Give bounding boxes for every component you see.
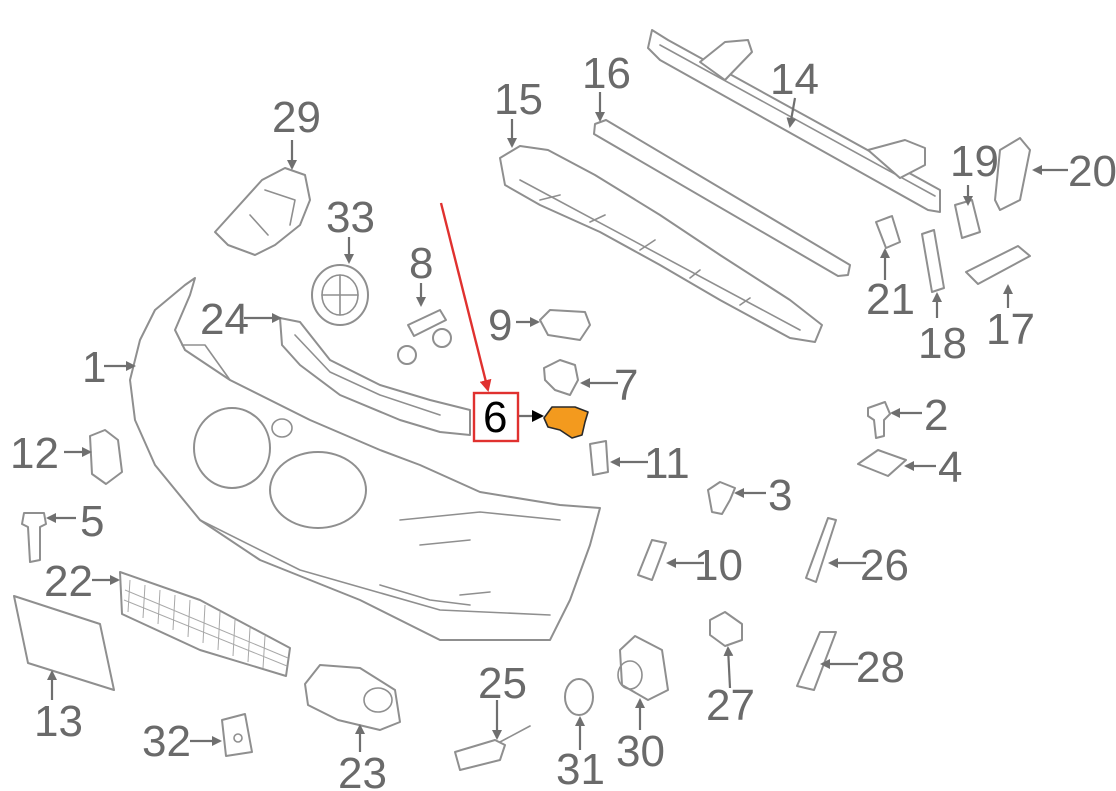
part-28-reflector — [796, 631, 837, 691]
part-33-emblem — [311, 264, 369, 326]
part-21-bracket — [875, 215, 901, 249]
callout-3: 3 — [768, 471, 792, 520]
part-19-bracket — [954, 199, 981, 239]
callout-13: 13 — [34, 697, 83, 746]
callout-25: 25 — [478, 659, 527, 708]
part-4-nut — [857, 449, 907, 477]
part-13-license-plate-holder — [13, 595, 115, 691]
part-27-holder — [709, 611, 743, 647]
part-30-pdc-sensor — [617, 635, 669, 701]
callout-27: 27 — [706, 681, 755, 730]
part-16-impact-strip — [593, 119, 851, 277]
part-23-fog-trim — [304, 664, 401, 731]
part-26-marker — [805, 517, 837, 583]
part-22-lower-grille — [119, 571, 291, 677]
part-32-plate — [221, 713, 253, 757]
callout-9: 9 — [488, 301, 512, 350]
callout-23: 23 — [338, 749, 387, 791]
part-20-bracket — [994, 137, 1031, 211]
part-6-highlighted — [543, 406, 589, 439]
callout-30: 30 — [616, 727, 665, 776]
highlight-box — [472, 391, 520, 443]
callout-2: 2 — [924, 391, 948, 440]
callout-14: 14 — [770, 55, 819, 104]
part-17-block — [965, 245, 1031, 285]
callout-22: 22 — [44, 557, 93, 606]
callout-15: 15 — [494, 75, 543, 124]
part-3-clip — [707, 481, 736, 515]
callout-19: 19 — [950, 137, 999, 186]
callout-6: 6 — [483, 393, 507, 442]
part-2-screw — [867, 401, 891, 439]
callout-33: 33 — [326, 193, 375, 242]
part-25-sensor — [454, 725, 531, 771]
part-15-energy-absorber — [499, 145, 823, 343]
callout-8: 8 — [409, 239, 433, 288]
part-8-holder — [397, 309, 452, 365]
callout-16: 16 — [582, 49, 631, 98]
callout-32: 32 — [142, 717, 191, 766]
callout-24: 24 — [200, 295, 249, 344]
part-10-strip — [637, 539, 667, 581]
callout-26: 26 — [860, 541, 909, 590]
callout-18: 18 — [918, 319, 967, 368]
part-1-bumper-cover — [129, 277, 601, 641]
callout-20: 20 — [1068, 147, 1116, 196]
leader-lines — [46, 92, 1068, 752]
callout-5: 5 — [80, 497, 104, 546]
callout-11: 11 — [644, 439, 690, 488]
callout-10: 10 — [694, 541, 743, 590]
part-5-clip — [21, 512, 47, 563]
part-18-bracket — [921, 229, 945, 293]
callout-1: 1 — [82, 343, 106, 392]
callout-29: 29 — [272, 93, 321, 142]
callout-28: 28 — [856, 643, 905, 692]
part-7-bracket — [543, 359, 579, 396]
callout-21: 21 — [866, 275, 915, 324]
callout-31: 31 — [556, 745, 605, 791]
callout-4: 4 — [938, 443, 962, 492]
part-24-trim — [279, 317, 471, 436]
part-9-cover — [539, 309, 591, 341]
callout-7: 7 — [614, 361, 638, 410]
callout-12: 12 — [10, 429, 59, 478]
part-29-bracket — [214, 167, 311, 256]
part-31-cap — [564, 678, 594, 716]
callout-labels: 29 33 8 9 24 1 15 16 14 21 18 17 19 20 7… — [10, 49, 1116, 791]
callout-17: 17 — [986, 305, 1035, 354]
part-12-bracket — [89, 429, 123, 485]
part-11-clip — [589, 440, 609, 476]
highlight-pointer — [439, 202, 492, 392]
